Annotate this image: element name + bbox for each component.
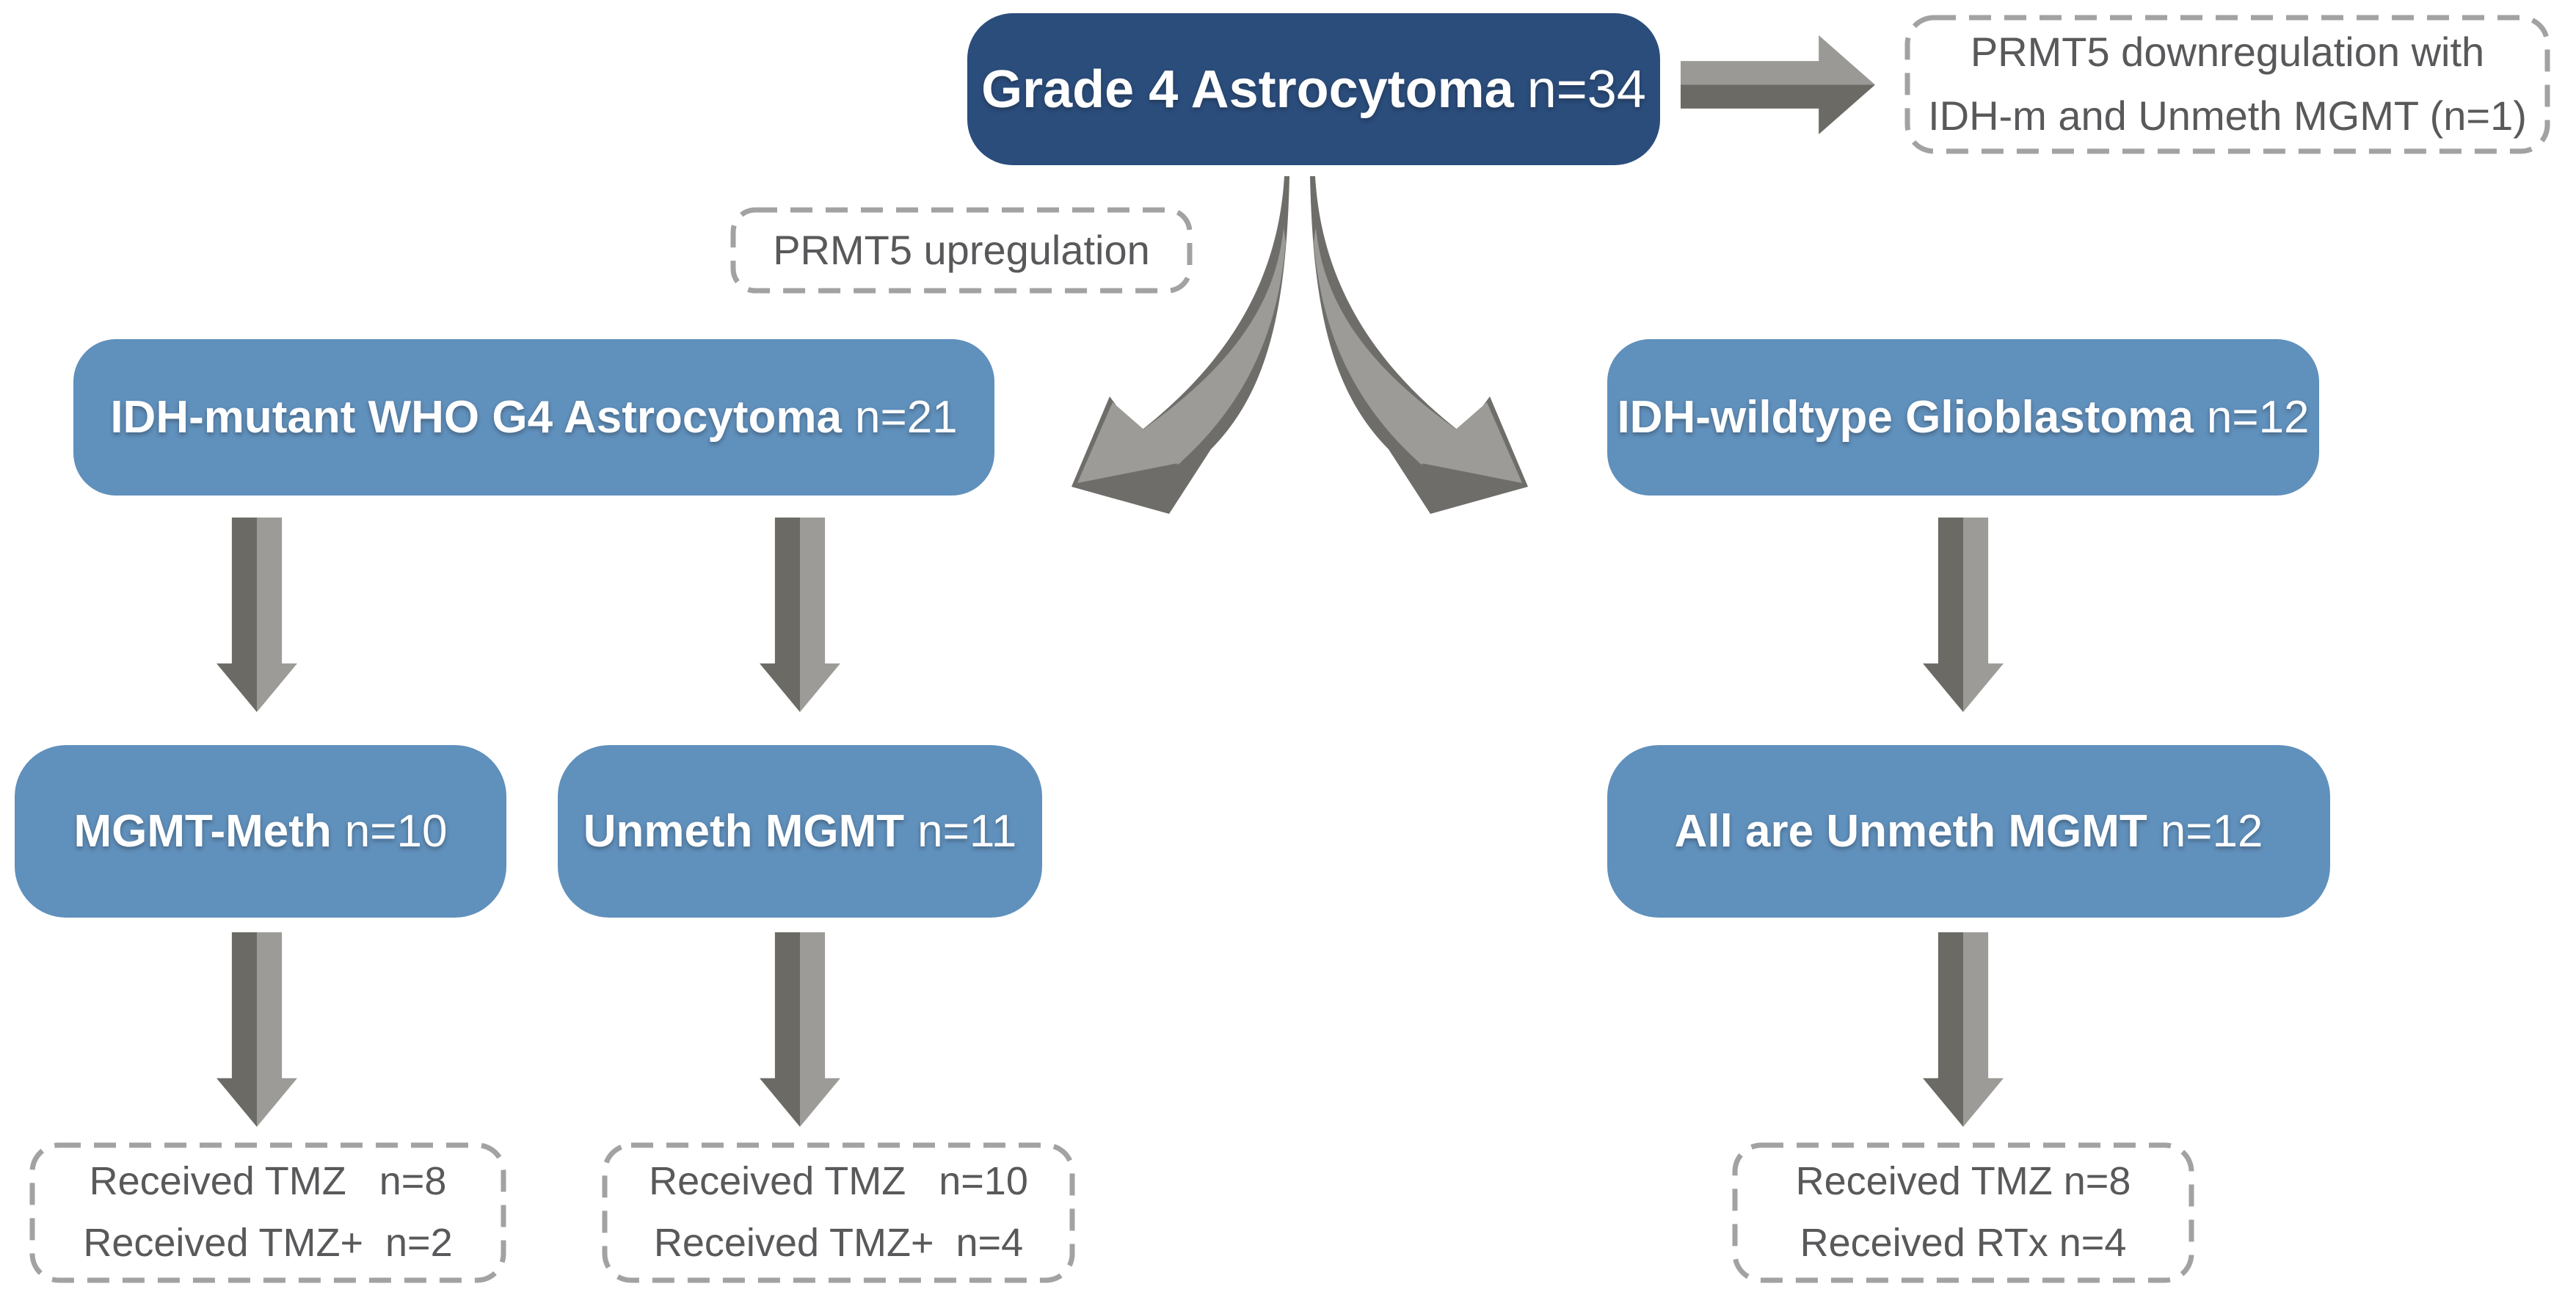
node-count: n=12 — [2206, 392, 2310, 443]
dashed-border — [730, 207, 1193, 294]
node-prmt5-downregulation: PRMT5 downregulation with IDH-m and Unme… — [1904, 15, 2550, 154]
down-arrow-icon — [1923, 932, 2004, 1127]
node-title: Unmeth MGMT — [583, 806, 905, 857]
node-count: n=10 — [344, 806, 448, 857]
node-title: MGMT-Meth — [73, 806, 332, 857]
node-line: Received TMZ+ n=4 — [653, 1221, 1024, 1265]
down-arrow-icon — [760, 518, 840, 712]
node-line: Received TMZ+ n=2 — [83, 1221, 453, 1265]
dashed-border — [602, 1142, 1075, 1283]
node-mgmt-meth: MGMT-Meth n=10 — [15, 745, 506, 918]
node-received-tmz-left: Received TMZ n=8 Received TMZ+ n=2 — [29, 1142, 506, 1283]
node-prmt5-upregulation: PRMT5 upregulation — [730, 207, 1193, 294]
node-title: IDH-wildtype Glioblastoma — [1617, 392, 2194, 443]
node-grade4-astrocytoma: Grade 4 Astrocytoma n=34 — [967, 13, 1660, 165]
node-label: PRMT5 upregulation — [773, 226, 1150, 273]
node-line: Received TMZ n=8 — [1795, 1159, 2131, 1204]
node-received-tmz-mid: Received TMZ n=10 Received TMZ+ n=4 — [602, 1142, 1075, 1283]
node-line: IDH-m and Unmeth MGMT (n=1) — [1928, 92, 2527, 139]
node-title: IDH-mutant WHO G4 Astrocytoma — [110, 392, 842, 443]
node-line: PRMT5 downregulation with — [1970, 29, 2485, 76]
down-arrow-icon — [217, 518, 297, 712]
node-count: n=11 — [917, 806, 1017, 857]
node-unmeth-mgmt: Unmeth MGMT n=11 — [558, 745, 1042, 918]
dashed-border — [29, 1142, 506, 1283]
node-title: Grade 4 Astrocytoma — [981, 59, 1514, 119]
down-arrow-icon — [217, 932, 297, 1127]
node-count: n=34 — [1527, 59, 1646, 119]
node-all-unmeth-mgmt: All are Unmeth MGMT n=12 — [1607, 745, 2330, 918]
node-line: Received TMZ n=8 — [89, 1159, 447, 1204]
node-idh-mutant: IDH-mutant WHO G4 Astrocytoma n=21 — [73, 339, 994, 496]
node-line: Received RTx n=4 — [1800, 1221, 2127, 1265]
split-arrow-right-icon — [1310, 176, 1528, 514]
down-arrow-icon — [760, 932, 840, 1127]
dashed-border — [1904, 15, 2550, 154]
node-idh-wildtype: IDH-wildtype Glioblastoma n=12 — [1607, 339, 2319, 496]
right-arrow-icon — [1681, 35, 1875, 134]
node-count: n=21 — [855, 392, 958, 443]
node-line: Received TMZ n=10 — [649, 1159, 1028, 1204]
node-received-tmz-right: Received TMZ n=8 Received RTx n=4 — [1732, 1142, 2194, 1283]
node-count: n=12 — [2160, 806, 2263, 857]
down-arrow-icon — [1923, 518, 2004, 712]
node-title: All are Unmeth MGMT — [1674, 806, 2147, 857]
